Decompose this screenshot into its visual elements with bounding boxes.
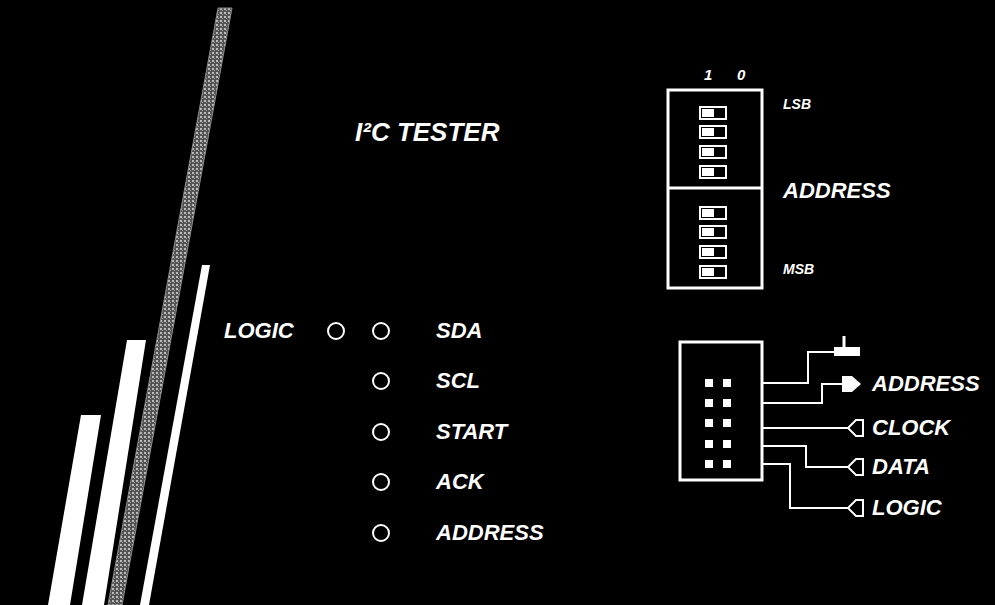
signal-label: CLOCK [872,417,950,439]
switch-lever [700,207,726,219]
header-connector [680,342,762,480]
switch-label: ADDRESS [783,180,891,202]
decor-stripes [48,8,232,605]
header-pin [723,460,731,468]
switch-lever [700,226,726,238]
led-label: START [436,421,507,443]
switch-position: 1 [704,67,712,82]
dip-switch [668,90,762,288]
switch-lever [700,126,726,138]
led-label: SCL [436,370,480,392]
led-label: LOGIC [224,320,294,342]
header-pin [723,440,731,448]
header-pin [705,440,713,448]
header-pin [705,419,713,427]
header-pin [723,379,731,387]
bit-order-label: LSB [783,97,811,111]
bit-order-label: MSB [783,262,814,276]
signal-label: ADDRESS [872,373,980,395]
switch-lever [700,166,726,178]
header-pin [705,379,713,387]
signal-symbols [834,336,863,516]
switch-lever [700,266,726,278]
led-indicators [328,323,389,541]
led-label: ACK [436,471,484,493]
switch-lever [700,246,726,258]
led-label: ADDRESS [436,522,544,544]
signal-label: LOGIC [872,497,942,519]
switch-lever [700,107,726,119]
switch-lever [700,146,726,158]
header-pin [705,399,713,407]
led-label: SDA [436,320,482,342]
signal-wires [762,352,848,508]
panel-title: I²C TESTER [355,119,499,145]
signal-label: DATA [872,456,930,478]
header-pin [723,399,731,407]
header-pin [723,419,731,427]
header-pin [705,460,713,468]
switch-position: 0 [737,67,745,82]
